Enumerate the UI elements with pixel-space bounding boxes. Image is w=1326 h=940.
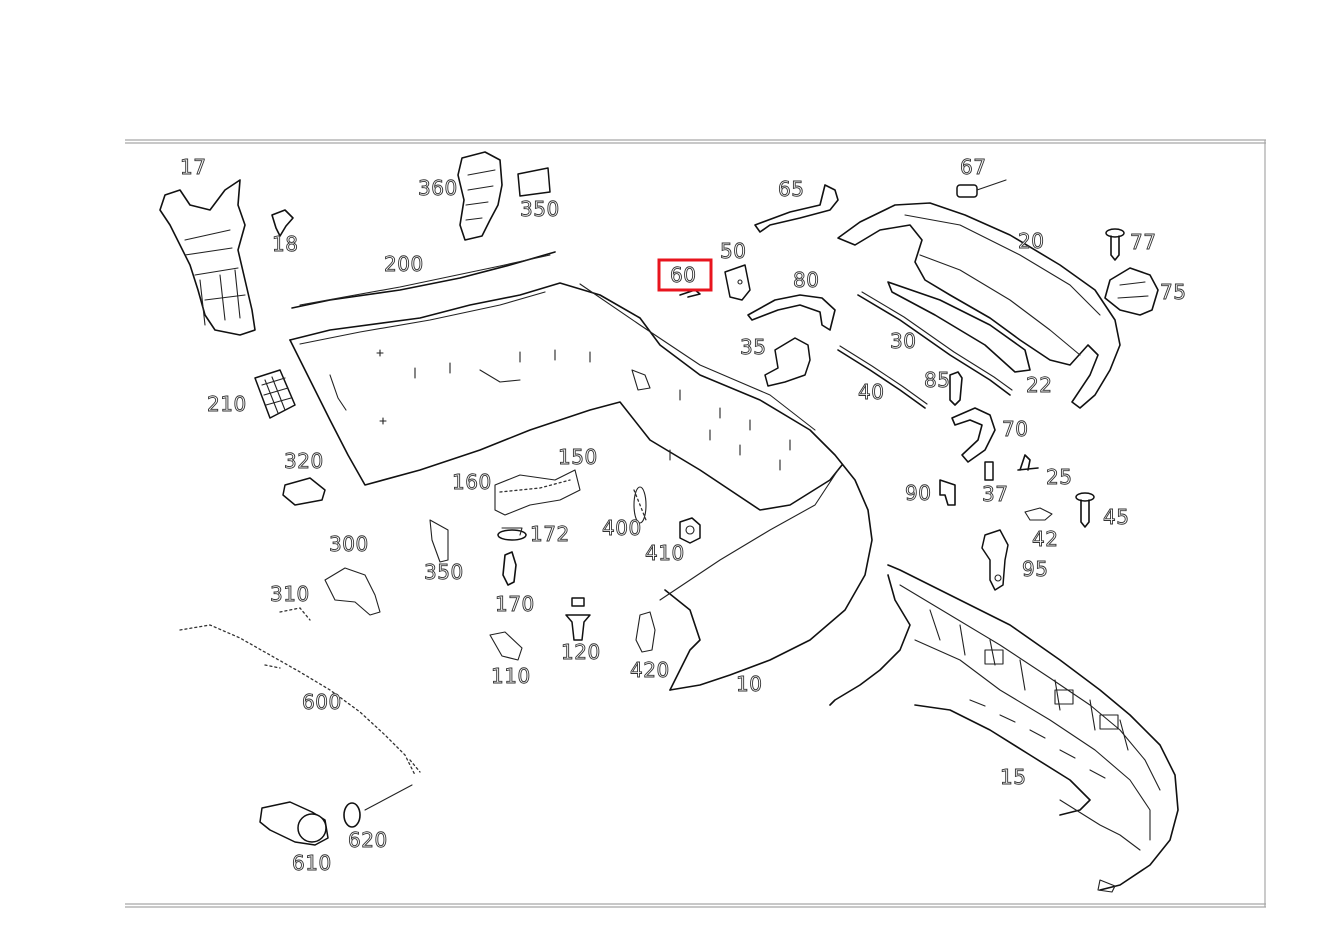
callout-620[interactable]: 620: [348, 828, 388, 853]
callout-22[interactable]: 22: [1026, 373, 1053, 398]
callout-60[interactable]: 60: [670, 263, 697, 288]
callout-210[interactable]: 210: [207, 392, 247, 417]
part-30-strip[interactable]: [857, 291, 1013, 396]
part-110-clip[interactable]: [489, 631, 523, 661]
callout-40[interactable]: 40: [858, 380, 885, 405]
part-67-plug[interactable]: [956, 179, 1007, 198]
callout-77[interactable]: 77: [1130, 230, 1157, 255]
callout-70[interactable]: 70: [1002, 417, 1029, 442]
callout-110[interactable]: 110: [491, 664, 531, 689]
callout-15[interactable]: 15: [1000, 765, 1027, 790]
callout-65[interactable]: 65: [778, 177, 805, 202]
part-60-clip[interactable]: [679, 289, 701, 298]
callout-300[interactable]: 300: [329, 532, 369, 557]
diagram-frame: [125, 139, 1266, 908]
part-15-bumper-carrier[interactable]: [829, 564, 1179, 893]
part-350-clip[interactable]: [429, 519, 449, 563]
callout-17[interactable]: 17: [180, 155, 207, 180]
part-410-nut[interactable]: [679, 517, 701, 544]
callout-200[interactable]: 200: [384, 252, 424, 277]
callout-95[interactable]: 95: [1022, 557, 1049, 582]
part-17-bracket[interactable]: [159, 179, 256, 336]
part-80-trim[interactable]: [747, 294, 836, 331]
callout-610[interactable]: 610: [292, 851, 332, 876]
part-600-harness[interactable]: [179, 624, 421, 776]
part-350-pad[interactable]: [517, 167, 551, 197]
callout-350[interactable]: 350: [520, 197, 560, 222]
part-150-160-bracket[interactable]: [494, 469, 581, 516]
part-200-trim-strip[interactable]: [291, 251, 556, 309]
callout-172[interactable]: 172: [530, 522, 570, 547]
callout-600[interactable]: 600: [302, 690, 342, 715]
part-25-clip[interactable]: [1017, 454, 1039, 471]
part-120-rivet[interactable]: [565, 597, 591, 641]
part-20-diffuser[interactable]: [837, 202, 1121, 409]
part-45-screw[interactable]: [1075, 492, 1095, 528]
callout-18[interactable]: 18: [272, 232, 299, 257]
callout-400[interactable]: 400: [602, 516, 642, 541]
callout-360[interactable]: 360: [418, 176, 458, 201]
callout-50[interactable]: 50: [720, 239, 747, 264]
highlight-box: [657, 258, 713, 292]
callout-90[interactable]: 90: [905, 481, 932, 506]
callout-410[interactable]: 410: [645, 541, 685, 566]
part-300-310-bracket[interactable]: [279, 567, 381, 621]
part-420-clip[interactable]: [635, 611, 656, 653]
part-65-strip[interactable]: [754, 184, 839, 233]
part-210-grille[interactable]: [254, 369, 296, 419]
part-95-bracket[interactable]: [981, 529, 1009, 591]
callout-320[interactable]: 320: [284, 449, 324, 474]
part-18-clip[interactable]: [271, 209, 294, 237]
callout-170[interactable]: 170: [495, 592, 535, 617]
callout-310[interactable]: 310: [270, 582, 310, 607]
part-90-bracket[interactable]: [939, 479, 956, 506]
part-620-ring[interactable]: [343, 784, 413, 828]
callout-160[interactable]: 160: [452, 470, 492, 495]
part-37-clip[interactable]: [984, 461, 994, 481]
part-70-trim[interactable]: [951, 407, 996, 463]
part-77-screw[interactable]: [1105, 228, 1125, 261]
callout-42[interactable]: 42: [1032, 527, 1059, 552]
part-50-cover[interactable]: [724, 264, 751, 301]
callout-67[interactable]: 67: [960, 155, 987, 180]
callout-37[interactable]: 37: [982, 482, 1009, 507]
part-360-bracket[interactable]: [457, 151, 503, 241]
callout-45[interactable]: 45: [1103, 505, 1130, 530]
part-40-strip[interactable]: [837, 345, 928, 409]
part-10-bumper-cover[interactable]: [289, 282, 873, 691]
callout-10[interactable]: 10: [736, 672, 763, 697]
part-320-block[interactable]: [282, 477, 326, 506]
part-42-nut[interactable]: [1024, 507, 1053, 521]
part-85-screw[interactable]: [949, 371, 963, 406]
callout-80[interactable]: 80: [793, 268, 820, 293]
part-75-bracket[interactable]: [1104, 267, 1159, 316]
part-172-cap[interactable]: [497, 527, 527, 541]
callout-20[interactable]: 20: [1018, 229, 1045, 254]
part-22-strip[interactable]: [887, 281, 1031, 373]
callout-85[interactable]: 85: [924, 368, 951, 393]
part-35-bracket[interactable]: [764, 337, 811, 387]
callout-75[interactable]: 75: [1160, 280, 1187, 305]
callout-120[interactable]: 120: [561, 640, 601, 665]
callout-350b[interactable]: 350: [424, 560, 464, 585]
callout-420[interactable]: 420: [630, 658, 670, 683]
callout-35[interactable]: 35: [740, 335, 767, 360]
callout-150[interactable]: 150: [558, 445, 598, 470]
callout-labels: 17 18 360 350 200 65 67 50 60 80 20 77 7…: [180, 155, 1187, 876]
part-400-grommet[interactable]: [633, 486, 647, 524]
part-170-clip[interactable]: [502, 551, 517, 586]
callout-25[interactable]: 25: [1046, 465, 1073, 490]
callout-30[interactable]: 30: [890, 329, 917, 354]
part-610-sensor[interactable]: [259, 801, 329, 846]
